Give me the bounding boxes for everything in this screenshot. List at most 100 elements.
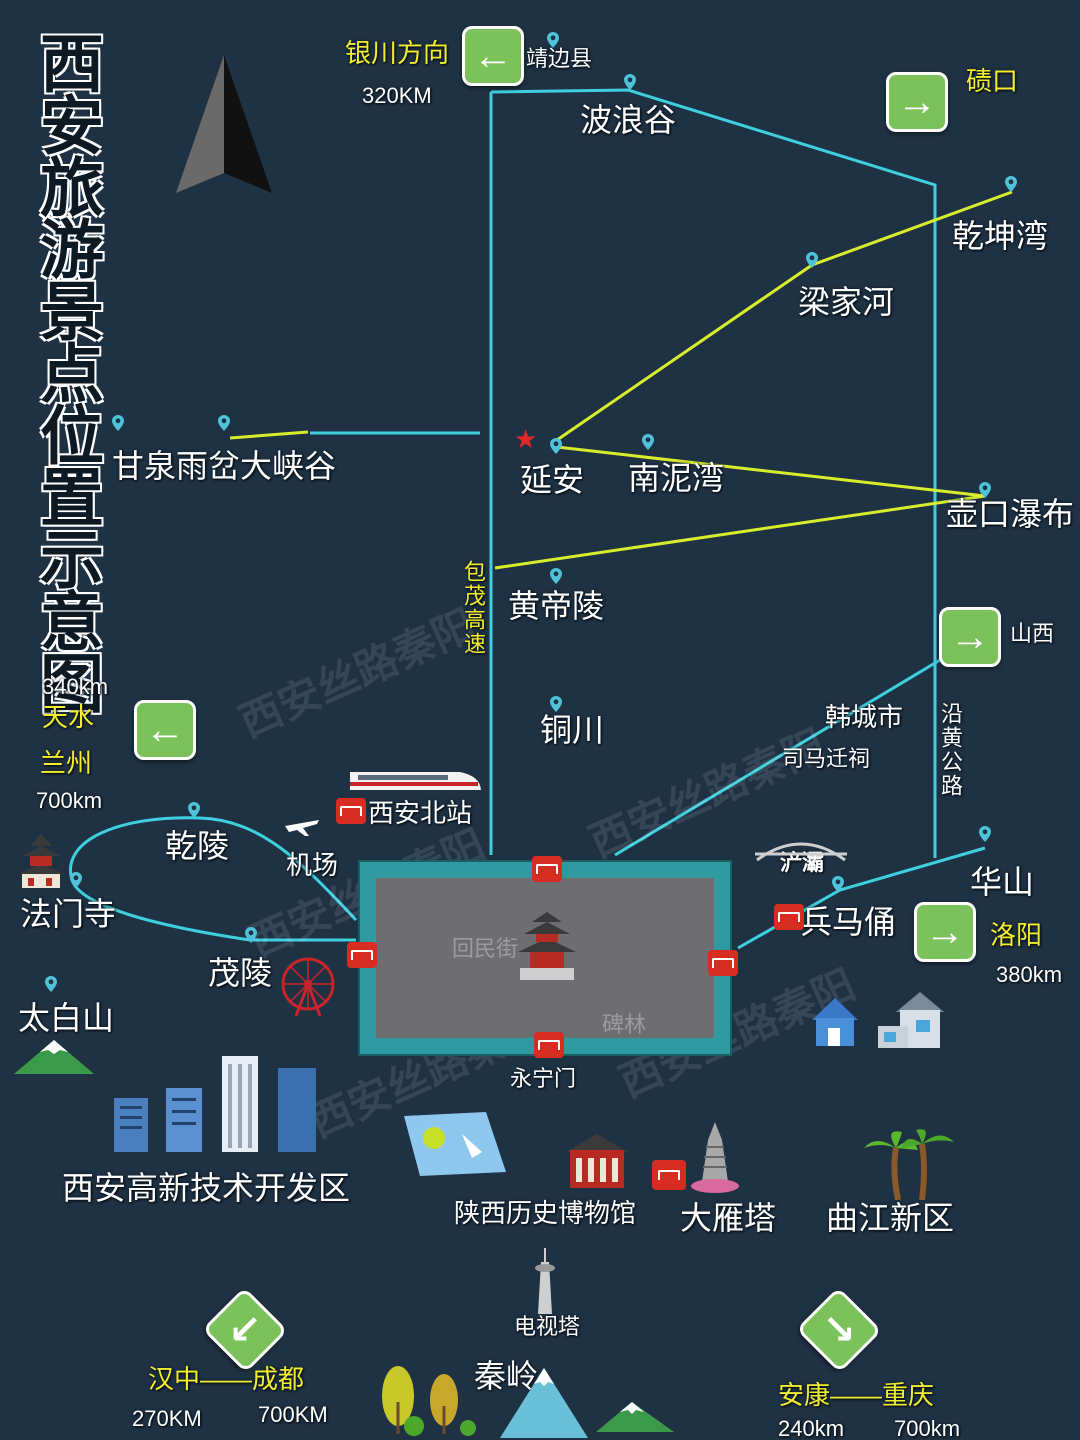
metro-station-icon[interactable] <box>534 1032 564 1058</box>
metro-station-icon[interactable] <box>774 904 804 930</box>
distance-tianshui: 340km <box>42 674 109 699</box>
label-ganquan: 甘泉雨岔大峡谷 <box>112 448 337 484</box>
distance-luoyang: 380km <box>996 962 1063 987</box>
label-qiankunwan: 乾坤湾 <box>952 218 1049 254</box>
location-pin-icon[interactable] <box>1005 176 1017 192</box>
arrow-right-icon[interactable]: → <box>939 607 1001 667</box>
label-chanba: 浐灞 <box>780 850 825 875</box>
location-pin-icon[interactable] <box>624 74 636 90</box>
label-yongningmen: 永宁门 <box>510 1066 577 1091</box>
label-xian-north-station: 西安北站 <box>368 798 473 828</box>
label-gaoxin: 西安高新技术开发区 <box>62 1170 351 1206</box>
label-simaqian: 司马迁祠 <box>782 746 871 771</box>
distance-chengdu: 700KM <box>258 1402 328 1427</box>
location-pin-icon[interactable] <box>112 415 124 431</box>
sports-court-icon <box>404 1112 506 1176</box>
bell-tower-icon <box>518 912 576 980</box>
label-nanniwan: 南泥湾 <box>628 460 725 496</box>
museum-icon <box>566 1134 628 1188</box>
route-huashan <box>737 846 986 950</box>
metro-station-icon[interactable] <box>532 856 562 882</box>
label-tongchuan: 铜川 <box>540 712 605 748</box>
pagoda-icon <box>18 834 64 888</box>
distance-hanzhong: 270KM <box>132 1406 202 1431</box>
house-icon <box>812 998 858 1046</box>
location-pin-icon[interactable] <box>70 872 82 888</box>
label-history-museum: 陕西历史博物馆 <box>454 1198 637 1228</box>
label-taibaishan: 太白山 <box>18 1000 115 1036</box>
route-ganquan <box>229 430 309 440</box>
location-pin-icon[interactable] <box>979 826 991 842</box>
qinling-mountains-icon <box>382 1366 674 1438</box>
arrow-right-icon[interactable]: → <box>886 72 948 132</box>
label-tv-tower: 电视塔 <box>514 1314 581 1339</box>
location-pin-icon[interactable] <box>550 568 562 584</box>
metro-station-icon[interactable] <box>336 798 366 824</box>
ferris-wheel-icon <box>281 957 335 1017</box>
location-pin-icon[interactable] <box>218 415 230 431</box>
route-qiankunwan <box>556 190 1013 442</box>
label-hukou: 壶口瀑布 <box>946 496 1075 532</box>
label-qianling: 乾陵 <box>165 828 230 864</box>
label-hanzhong-chengdu: 汉中——成都 <box>148 1364 305 1394</box>
distance-ankang: 240km <box>778 1416 845 1440</box>
label-hancheng: 韩城市 <box>825 702 904 732</box>
route-huangdi-hukou <box>494 494 986 570</box>
label-jingbian: 靖边县 <box>526 46 593 71</box>
tv-tower-icon <box>535 1248 555 1314</box>
airplane-icon <box>285 820 319 836</box>
distance-chongqing: 700km <box>894 1416 961 1440</box>
label-bolanggu: 波浪谷 <box>580 102 677 138</box>
label-tianshui: 天水 <box>42 702 95 732</box>
mountain-icon <box>14 1040 94 1074</box>
label-airport: 机场 <box>286 850 339 880</box>
location-pin-icon[interactable] <box>550 438 562 454</box>
label-maoling: 茂陵 <box>208 955 273 991</box>
distance-yinchuan: 320KM <box>362 83 432 108</box>
palm-tree-icon <box>864 1129 954 1200</box>
label-qikou: 碛口 <box>966 66 1019 96</box>
high-speed-train-icon <box>350 772 481 790</box>
label-liangjiahe: 梁家河 <box>798 284 895 320</box>
villa-icon <box>878 992 944 1048</box>
label-dayanta: 大雁塔 <box>680 1200 777 1236</box>
location-pin-icon[interactable] <box>45 976 57 992</box>
label-famensi: 法门寺 <box>20 896 117 932</box>
label-beilin: 碑林 <box>602 1012 647 1037</box>
metro-station-icon[interactable] <box>652 1160 686 1190</box>
label-yanan: 延安 <box>520 462 585 498</box>
location-pin-icon[interactable] <box>642 434 654 450</box>
label-shanxi: 山西 <box>1010 621 1055 646</box>
location-pin-icon[interactable] <box>188 802 200 818</box>
label-huashan: 华山 <box>970 864 1035 900</box>
metro-station-icon[interactable] <box>347 942 377 968</box>
distance-lanzhou: 700km <box>36 788 103 813</box>
route-yanan-hukou <box>556 445 986 498</box>
arrow-left-icon[interactable]: ← <box>134 700 196 760</box>
route-hancheng <box>614 658 941 857</box>
location-pin-icon[interactable] <box>832 876 844 892</box>
arrow-left-icon[interactable]: ← <box>462 26 524 86</box>
map-title: 西安旅游景点位置示意图 <box>28 30 103 712</box>
label-lanzhou: 兰州 <box>40 748 93 778</box>
location-pin-icon[interactable] <box>806 252 818 268</box>
capital-star-icon: ★ <box>514 424 538 454</box>
location-pin-icon[interactable] <box>550 696 562 712</box>
big-wild-goose-pagoda-icon <box>691 1122 739 1193</box>
route-north <box>490 88 937 858</box>
label-huiminjie: 回民街 <box>452 936 519 961</box>
label-yanhuang-road: 沿黄公路 <box>938 702 963 798</box>
label-qujiang: 曲江新区 <box>826 1200 955 1236</box>
label-qinling: 秦岭 <box>474 1358 539 1394</box>
bridge-icon <box>755 842 847 862</box>
arrow-right-icon[interactable]: → <box>914 902 976 962</box>
location-pin-icon[interactable] <box>245 927 257 943</box>
route-west-loop <box>69 816 358 942</box>
label-yinchuan-direction: 银川方向 <box>345 38 450 68</box>
north-arrow-icon <box>176 55 272 193</box>
metro-station-icon[interactable] <box>708 950 738 976</box>
label-bingmayong: 兵马俑 <box>800 904 897 940</box>
label-baomao-expressway: 包茂高速 <box>461 560 486 656</box>
